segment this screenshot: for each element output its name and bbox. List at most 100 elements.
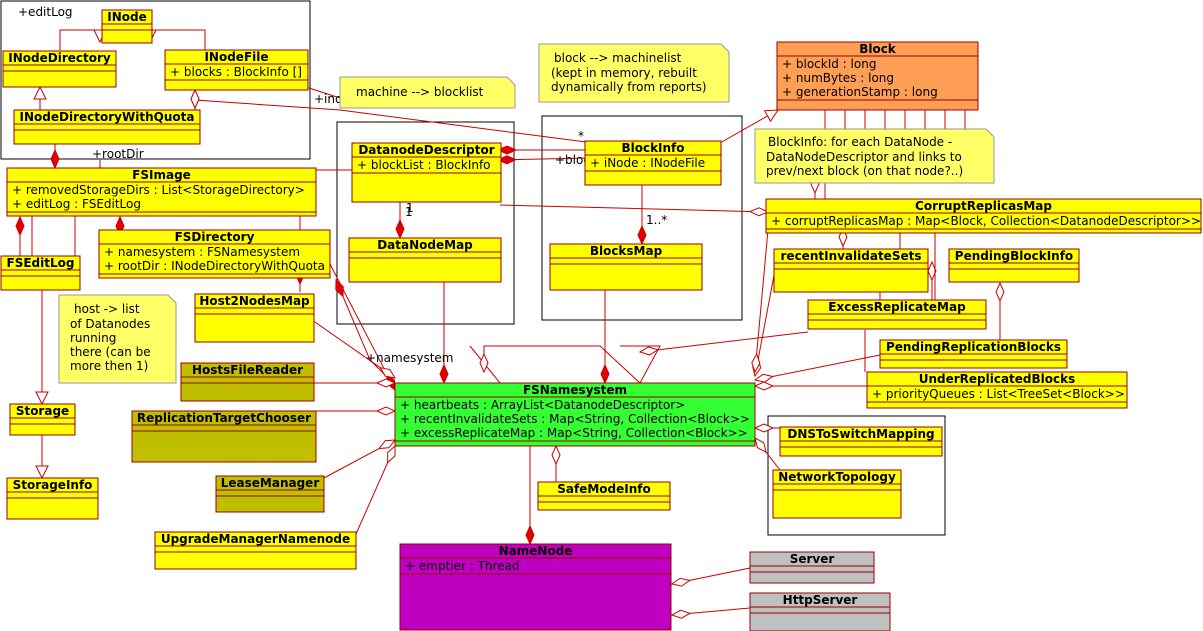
class-fsdirectory-name: FSDirectory [175,230,255,244]
note-block-line-3: dynamically from reports) [551,80,707,94]
pending-replication-link [755,354,881,380]
class-inode: INode [101,9,153,44]
class-inode-directory-with-quota-name: INodeDirectoryWithQuota [20,110,195,124]
blockinfo-extends-block [719,110,778,144]
note-host: host -> list of Datanodes running there … [58,294,177,384]
class-hosts-file-reader: HostsFileReader [180,362,315,402]
class-fsnamesystem: FSNamesystem+ heartbeats : ArrayList<Dat… [394,382,756,447]
class-block-attribute: + generationStamp : long [782,85,938,99]
class-replication-target-chooser-box [131,410,317,463]
class-lease-manager-box [215,475,325,513]
class-datanode-map-box [348,237,502,283]
class-pending-block-info-box [948,248,1080,283]
class-server: Server [749,551,875,584]
server-link [672,567,751,584]
class-fsdirectory-attribute: + rootDir : INodeDirectoryWithQuota [104,259,325,273]
class-fsimage: FSImage+ removedStorageDirs : List<Stora… [6,167,317,217]
fsnamesystem-top-a [469,345,501,384]
note-host-line-4: there (can be [70,345,151,359]
class-upgrade-manager-namenode-name: UpgradeManagerNamenode [161,532,350,546]
class-inode-directory-with-quota-box [13,109,201,145]
note-host-line-2: of Datanodes [70,317,150,331]
class-namenode: NameNode+ emptier : Thread [399,543,672,631]
label-mult-one-many: 1..* [646,213,667,227]
class-fseditlog: FSEditLog [0,255,81,291]
class-inode-directory: INodeDirectory [2,50,117,88]
class-fseditlog-box [0,255,81,291]
class-under-replicated-blocks: UnderReplicatedBlocks+ priorityQueues : … [866,371,1128,409]
class-inode-file-attribute: + blocks : BlockInfo [] [170,65,302,79]
class-fsimage-box [6,167,317,217]
class-inode-directory-name: INodeDirectory [8,51,111,65]
class-under-replicated-blocks-attribute: + priorityQueues : List<TreeSet<Block>> [872,387,1125,401]
class-recent-invalidate-sets-box [773,248,929,293]
upgrade-manager-link [355,446,395,535]
label-edit-log: +editLog [18,5,73,19]
class-fsimage-name: FSImage [132,168,191,182]
class-http-server-name: HttpServer [783,593,858,607]
class-datanode-descriptor-name: DatanodeDescriptor [358,143,494,157]
descriptor-blockinfo [498,158,587,160]
relationships [20,29,1000,615]
class-block-name: Block [859,42,897,56]
label-root-dir: +rootDir [92,147,144,161]
class-datanode-descriptor: DatanodeDescriptor+ blockList : BlockInf… [351,142,502,203]
note-blockinfo: BlockInfo: for each DataNode - DataNodeD… [754,128,995,184]
class-hosts-file-reader-box [180,362,315,402]
class-safe-mode-info: SafeModeInfo [537,481,671,511]
class-replication-target-chooser-name: ReplicationTargetChooser [137,411,311,425]
note-host-line-3: running [70,331,116,345]
class-network-topology-box [772,469,902,519]
class-upgrade-manager-namenode: UpgradeManagerNamenode [154,531,357,570]
class-network-topology-name: NetworkTopology [778,470,896,484]
class-host2nodesmap-box [194,293,315,343]
note-block-line-1: block --> machinelist [554,51,682,65]
note-machine-line-1: machine --> blocklist [356,85,484,99]
class-inode-name: INode [107,10,146,24]
lease-manager-link [323,440,395,479]
class-block-info: BlockInfo+ iNode : INodeFile [584,140,722,186]
note-blockinfo-shape [754,128,995,184]
class-excess-replicate-map: ExcessReplicateMap [807,299,987,330]
label-ino: +ino [314,92,342,106]
note-host-line-5: more then 1) [70,359,148,373]
class-block: Block+ blockId : long+ numBytes : long+ … [776,41,979,111]
class-namenode-attribute: + emptier : Thread [405,559,520,573]
class-host2nodesmap-name: Host2NodesMap [199,294,310,308]
fsnamesystem-top-b [620,345,661,384]
class-lease-manager: LeaseManager [215,475,325,513]
class-block-info-attribute: + iNode : INodeFile [590,156,705,170]
label-mult-star: * [578,129,584,143]
class-fsdirectory-attribute: + namesystem : FSNamesystem [104,245,300,259]
class-inode-file: INodeFile+ blocks : BlockInfo [] [164,49,309,91]
corrupt-link [755,229,769,372]
class-hosts-file-reader-name: HostsFileReader [192,363,303,377]
label-mult-one-b: 1 [405,205,413,219]
note-host-line-1: host -> list [74,302,140,316]
note-block-to-machinelist: block --> machinelist (kept in memory, r… [538,43,730,103]
class-safe-mode-info-name: SafeModeInfo [557,482,651,496]
class-network-topology: NetworkTopology [772,469,902,519]
class-storage-box [9,403,76,436]
class-block-info-name: BlockInfo [621,141,684,155]
class-inode-file-box [164,49,309,91]
class-pending-block-info-name: PendingBlockInfo [955,249,1073,263]
note-blockinfo-line-1: BlockInfo: for each DataNode - [768,135,952,149]
label-namesystem: +namesystem [366,351,453,365]
class-corrupt-replicas-map: CorruptReplicasMap+ corruptReplicasMap :… [765,198,1202,234]
class-corrupt-replicas-map-box [765,198,1202,234]
recent-invalid-link [755,269,776,376]
class-upgrade-manager-namenode-box [154,531,357,570]
class-block-info-box [584,140,722,186]
class-corrupt-replicas-map-name: CorruptReplicasMap [915,199,1052,213]
class-fsimage-attribute: + removedStorageDirs : List<StorageDirec… [12,183,305,197]
class-datanode-map-name: DataNodeMap [377,238,473,252]
class-inode-file-name: INodeFile [204,50,268,64]
class-dns-to-switch-mapping-name: DNSToSwitchMapping [787,427,934,441]
host2nodes-link [311,319,395,378]
class-fsnamesystem-attribute: + excessReplicateMap : Map<String, Colle… [400,426,748,440]
class-inode-directory-with-quota: INodeDirectoryWithQuota [13,109,201,145]
class-http-server: HttpServer [749,592,891,631]
class-server-box [749,551,875,584]
